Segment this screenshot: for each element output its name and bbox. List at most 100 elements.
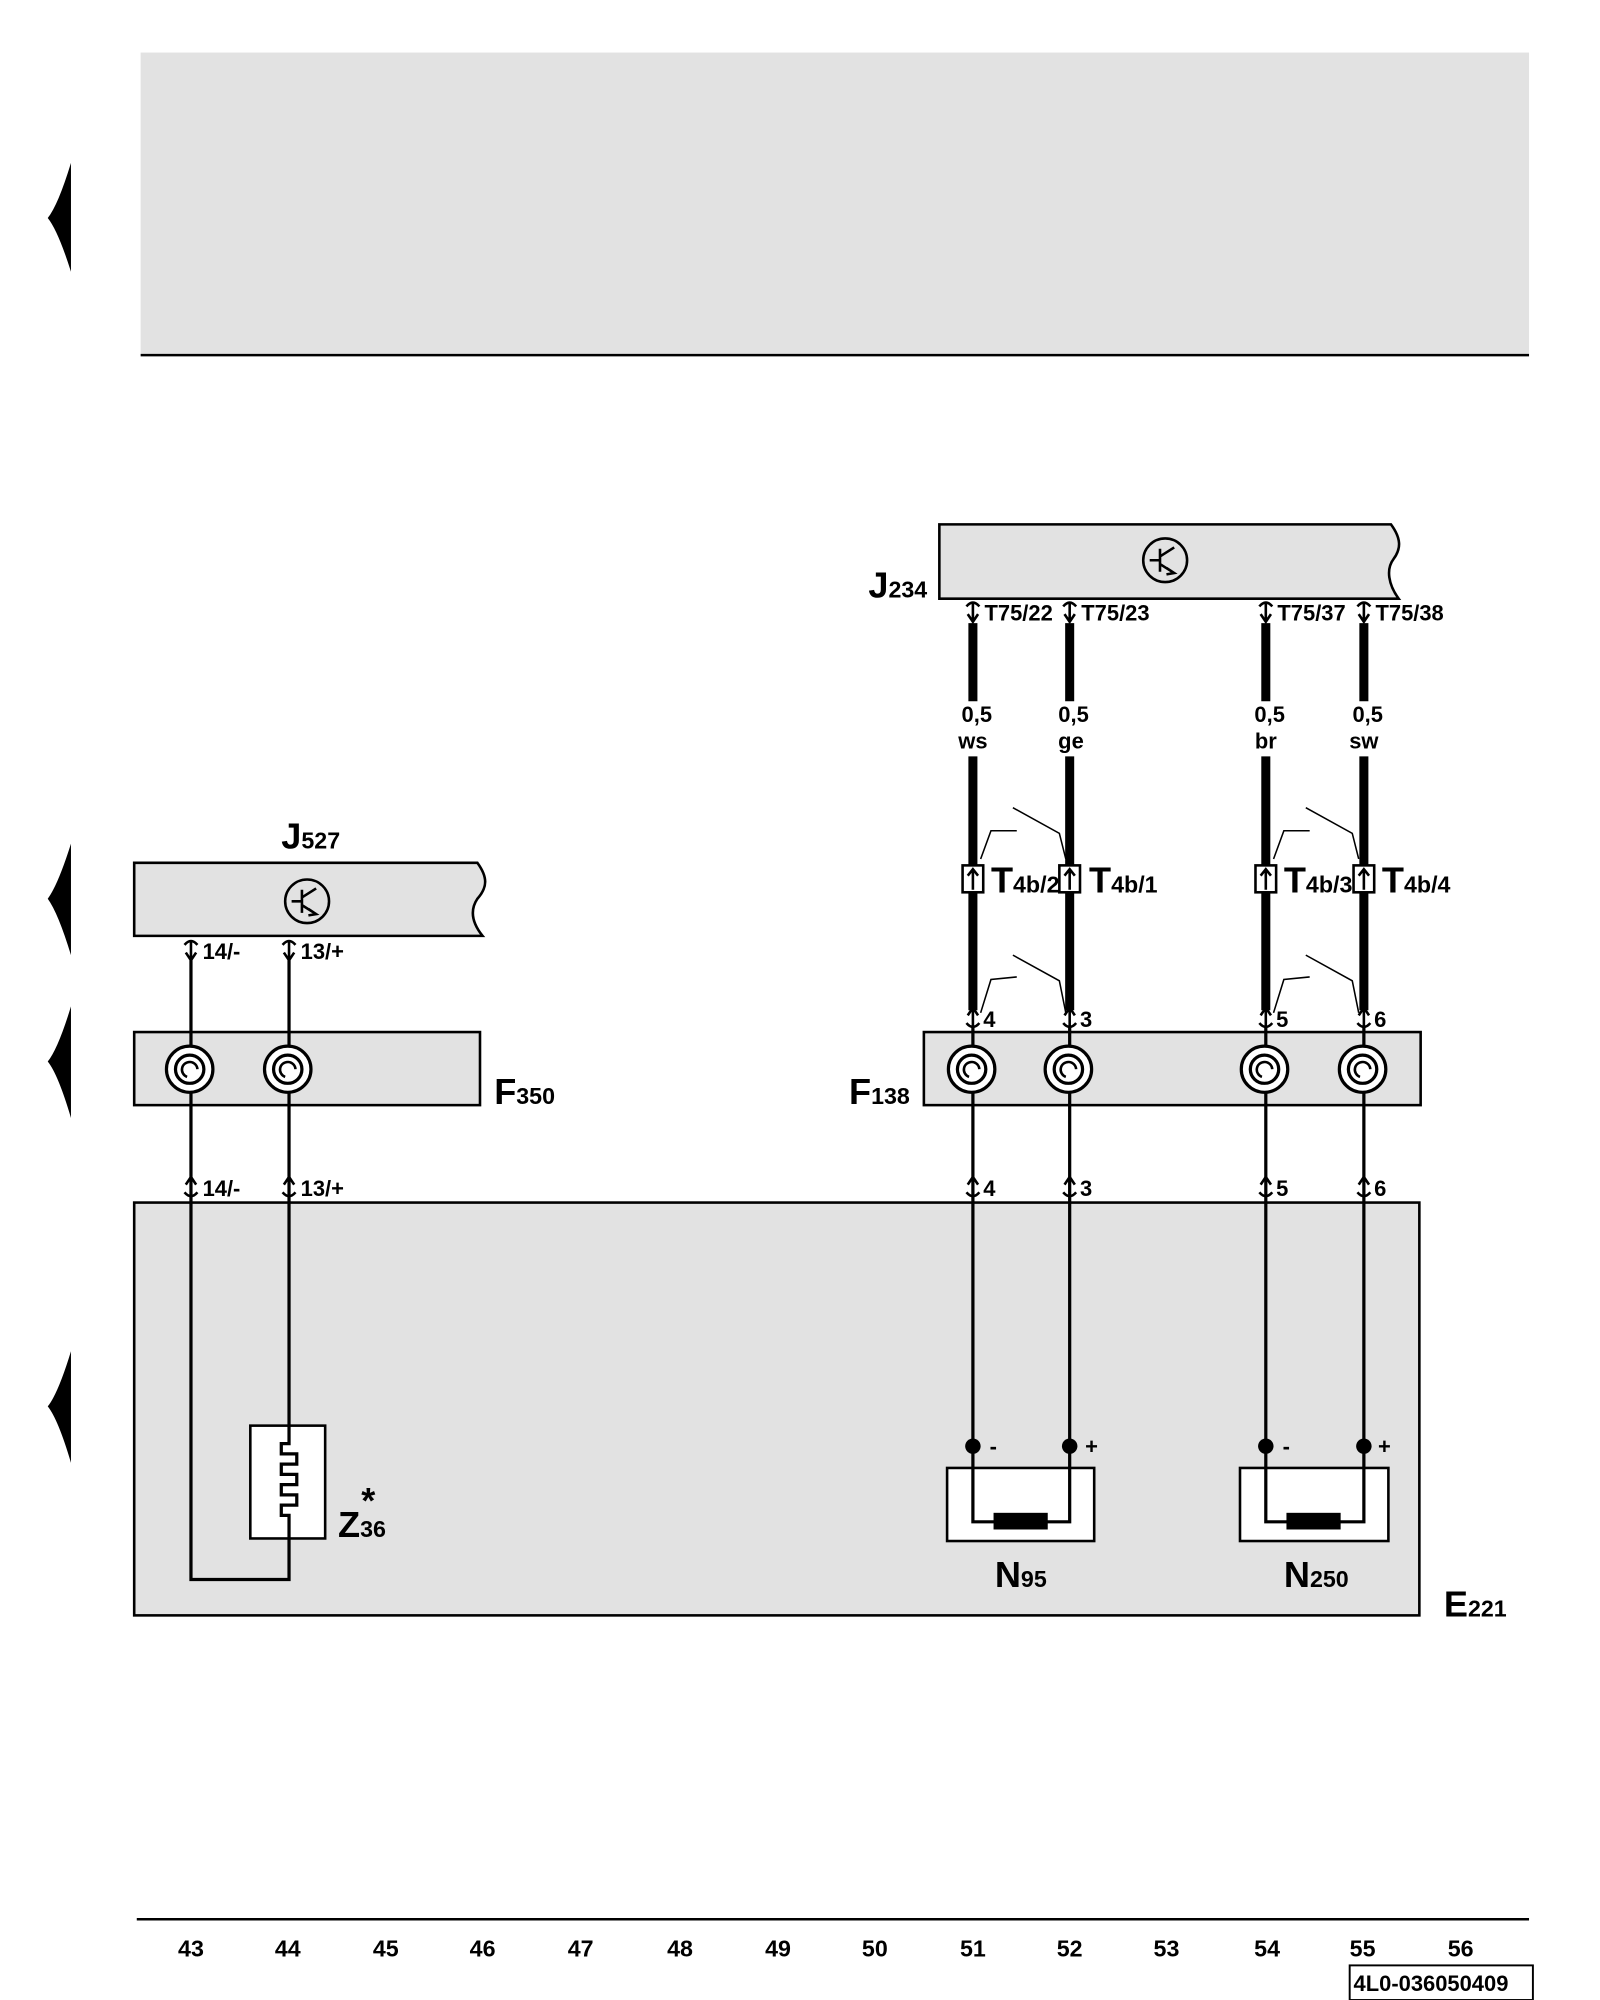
n95-plus-label: + [1085, 1434, 1098, 1459]
column-number: 56 [1448, 1935, 1474, 1961]
j234-pin-icon [965, 601, 981, 624]
j527-pin-label: 14/- [203, 939, 241, 964]
f138-input-pin-label: 6 [1374, 1007, 1386, 1032]
f138-output-pin-label: 6 [1374, 1176, 1386, 1201]
t4b-connector-icon [1254, 864, 1278, 894]
left-arrow-icon [47, 1351, 71, 1463]
n95-label-letter: N [995, 1554, 1021, 1595]
column-number: 55 [1350, 1935, 1376, 1961]
j234-pin-icon [1258, 601, 1274, 624]
left-arrow-icon [47, 1006, 71, 1118]
column-number: 53 [1154, 1935, 1180, 1961]
wire-cross-section: 0,5 [1254, 702, 1284, 727]
n95-label-index: 95 [1021, 1566, 1047, 1592]
t4b-housing-marks [979, 807, 1360, 1014]
f138-label: F138 [849, 1071, 910, 1112]
f138-input-pin-label: 4 [983, 1007, 996, 1032]
z36-label: Z36 [338, 1504, 386, 1545]
column-number: 49 [765, 1935, 791, 1961]
f350-output-pin-label: 14/- [203, 1176, 241, 1201]
wire-color-code: sw [1349, 729, 1379, 754]
f350-contact-icon [262, 1044, 313, 1094]
j234-label-letter: J [868, 565, 888, 606]
f350-label-letter: F [494, 1071, 516, 1112]
j527-label: J527 [281, 816, 340, 857]
n250-label-letter: N [1284, 1554, 1310, 1595]
z36-label-index: 36 [360, 1516, 386, 1542]
j527-housing [132, 861, 487, 938]
t4b-label-index: 4b/2 [1013, 871, 1059, 897]
j234-housing [938, 523, 1402, 600]
f138-contact-icon [946, 1044, 997, 1094]
column-number: 52 [1057, 1935, 1083, 1961]
f138-output-pin-icon [1061, 1175, 1078, 1199]
z36-label-letter: Z [338, 1504, 360, 1545]
f138-output-pin-label: 4 [983, 1176, 996, 1201]
t4b-label-letter: T [1382, 859, 1404, 900]
wire-z36-minus [189, 960, 291, 1582]
j527-label-letter: J [281, 816, 301, 857]
wire-color-code: ge [1058, 729, 1084, 754]
wire-cross-section: 0,5 [962, 702, 992, 727]
n250-body [1238, 1466, 1390, 1543]
e221-housing [132, 1201, 1421, 1617]
reference-code: 4L0-036050409 [1354, 1971, 1509, 1996]
n95-coil-icon [993, 1512, 1048, 1530]
f138-output-pin-icon [1258, 1175, 1274, 1199]
n95-body [945, 1466, 1096, 1543]
column-number: 51 [960, 1935, 986, 1961]
j234-pin-icon [1061, 601, 1078, 624]
f350-contact-icon [164, 1044, 215, 1094]
n95-minus-terminal [965, 1438, 981, 1454]
column-number: 47 [568, 1935, 594, 1961]
column-numbers: 43 44 45 46 47 48 49 50 51 52 53 54 55 5… [178, 1935, 1474, 1961]
left-arrow-icon [47, 843, 71, 956]
z36-note-mark: * [361, 1480, 375, 1521]
wire-cross-section: 0,5 [1058, 702, 1088, 727]
n250-coil-icon [1286, 1512, 1341, 1530]
t4b-connector-icon [1352, 864, 1376, 894]
j527-pin-label: 13/+ [301, 939, 344, 964]
j527-pin-icon [281, 939, 297, 962]
f350-label-index: 350 [516, 1083, 555, 1109]
f138-label-index: 138 [871, 1083, 910, 1109]
column-number: 46 [470, 1935, 496, 1961]
f138-input-pin-label: 3 [1080, 1007, 1092, 1032]
j234-label: J234 [868, 565, 927, 606]
j234-pin-label: T75/38 [1375, 601, 1443, 626]
f138-input-pin-icon [1258, 1006, 1274, 1030]
t4b-label-letter: T [1284, 859, 1306, 900]
f138-contact-icon [1337, 1044, 1388, 1094]
j234-pin-label: T75/22 [985, 601, 1053, 626]
n250-minus-label: - [1283, 1434, 1290, 1459]
f138-label-letter: F [849, 1071, 871, 1112]
j234-pin-label: T75/37 [1277, 601, 1345, 626]
n250-plus-terminal [1356, 1438, 1372, 1454]
column-number: 48 [667, 1935, 693, 1961]
wire-cross-section: 0,5 [1352, 702, 1382, 727]
wire-color-code: br [1255, 729, 1277, 754]
t4b-connector-icon [961, 864, 985, 894]
n250-label: N250 [1284, 1554, 1349, 1595]
wire-color-code: ws [957, 729, 987, 754]
f138-input-pin-label: 5 [1276, 1007, 1288, 1032]
n250-plus-label: + [1378, 1434, 1391, 1459]
t4b-label-letter: T [1089, 859, 1111, 900]
header-panel [140, 52, 1530, 356]
t4b-connector-label: T4b/2 [991, 859, 1060, 900]
f350-output-pin-icon [281, 1175, 297, 1199]
n95-minus-label: - [990, 1434, 997, 1459]
f350-output-pin-icon [183, 1175, 199, 1199]
left-arrow-icon [47, 162, 71, 272]
column-number: 54 [1254, 1935, 1280, 1961]
reference-code-box [1348, 1964, 1534, 2000]
t4b-label-index: 4b/4 [1404, 871, 1451, 897]
f138-contact-icon [1043, 1044, 1094, 1094]
column-number: 44 [275, 1935, 301, 1961]
j234-label-index: 234 [888, 577, 927, 603]
j527-pin-icon [183, 939, 199, 962]
f138-output-pin-icon [965, 1175, 981, 1199]
z36-heating-element-icon [279, 1425, 299, 1539]
f138-output-pin-icon [1356, 1175, 1372, 1199]
